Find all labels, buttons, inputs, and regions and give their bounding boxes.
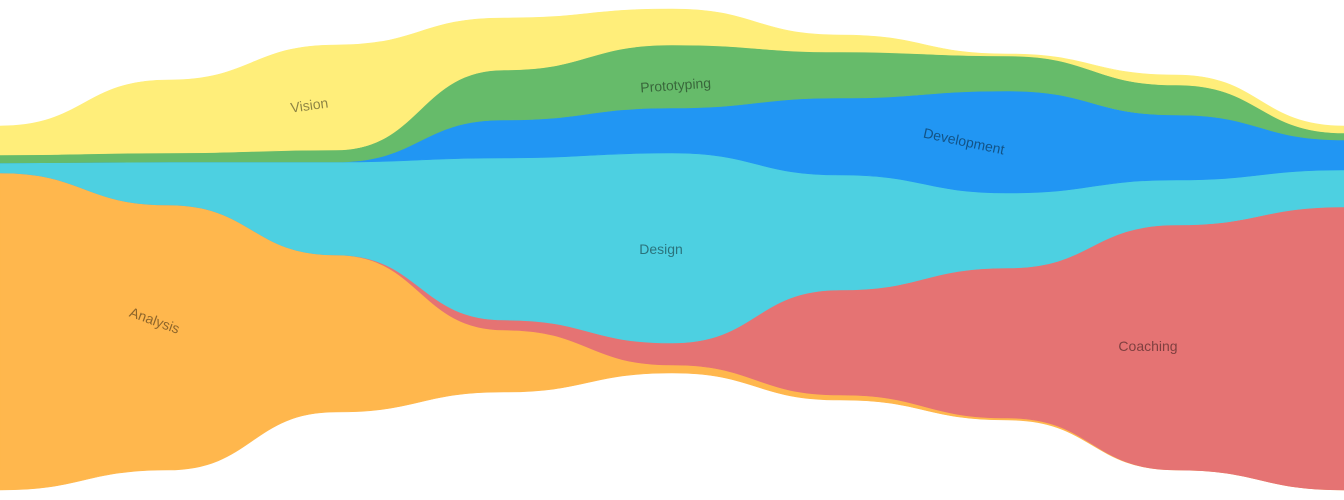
stream-layers (0, 8, 1344, 491)
series-label-vision: Vision (289, 94, 329, 115)
series-label-coaching: Coaching (1118, 338, 1177, 354)
series-label-prototyping: Prototyping (640, 75, 712, 96)
series-label-design: Design (639, 241, 683, 257)
